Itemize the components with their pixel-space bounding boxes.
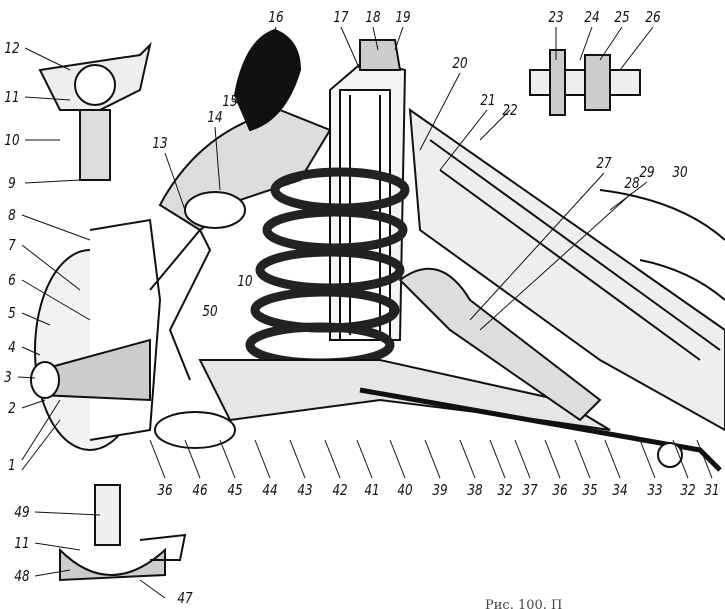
leader-line [289,439,306,479]
part-label: 24 [584,8,600,26]
part-label: 11 [4,88,20,106]
part-label: 34 [612,481,628,499]
part-label: 49 [14,503,30,521]
part-label: 38 [467,481,483,499]
part-label: 8 [8,206,16,224]
part-label: 12 [4,39,20,57]
leader-line [149,439,166,479]
part-label: 42 [332,481,348,499]
leader-line [356,439,373,479]
leader-line [389,439,406,479]
part-label: 45 [227,481,243,499]
part-label: 11 [14,534,30,552]
part-label: 41 [364,481,380,499]
leader-line [696,439,713,479]
part-label: 4 [8,338,16,356]
part-label: 48 [14,567,30,585]
part-label: 43 [297,481,313,499]
part-label: 13 [152,134,168,152]
figure-caption: Рис. 100. П [485,598,563,609]
part-label: 32 [497,481,513,499]
part-label: 31 [704,481,720,499]
wheel-hub [30,218,212,451]
part-label: 36 [157,481,173,499]
part-label: 28 [624,174,640,192]
part-label: 19 [395,8,411,26]
part-label: 18 [365,8,381,26]
part-label: 47 [177,589,193,607]
part-label: 50 [202,302,218,320]
part-label: 14 [207,108,223,126]
lower-ball-joint-inset [59,484,187,582]
part-label: 44 [262,481,278,499]
part-label: 25 [614,8,630,26]
part-label: 10 [237,272,253,290]
leader-line [489,439,506,479]
part-label: 21 [480,91,496,109]
part-label: 40 [397,481,413,499]
part-label: 23 [548,8,564,26]
leader-line [574,439,591,479]
upper-control-arm [158,28,332,232]
part-label: 6 [8,271,16,289]
part-label: 7 [8,236,16,254]
leader-line [672,439,689,479]
part-label: 17 [333,8,349,26]
lower-control-arm [154,267,722,472]
part-label: 27 [596,154,612,172]
leader-line [254,439,271,479]
leader-line [514,439,531,479]
leader-line [639,439,656,479]
part-label: 35 [582,481,598,499]
leader-line [219,439,236,479]
leader-line [424,439,441,479]
part-label: 36 [552,481,568,499]
part-label: 22 [502,101,518,119]
part-label: 1 [8,456,16,474]
part-label: 39 [432,481,448,499]
part-label: 15 [222,92,238,110]
part-label: 30 [672,163,688,181]
part-label: 46 [192,481,208,499]
part-label: 32 [680,481,696,499]
upper-ball-joint-inset [38,41,152,181]
part-label: 29 [639,163,655,181]
part-label: 9 [8,174,16,192]
bushing-inset [529,49,641,116]
leader-line [184,439,201,479]
part-label: 10 [4,131,20,149]
frame-rail [408,107,725,432]
part-label: 33 [647,481,663,499]
part-label: 37 [522,481,538,499]
leader-line [324,439,341,479]
part-label: 2 [8,399,16,417]
part-label: 20 [452,54,468,72]
leader-lines [17,26,713,599]
part-label: 3 [4,368,12,386]
part-label: 16 [268,8,284,26]
leader-line [459,439,476,479]
part-label: 5 [8,304,16,322]
leader-line [544,439,561,479]
leader-line [604,439,621,479]
part-label: 26 [645,8,661,26]
